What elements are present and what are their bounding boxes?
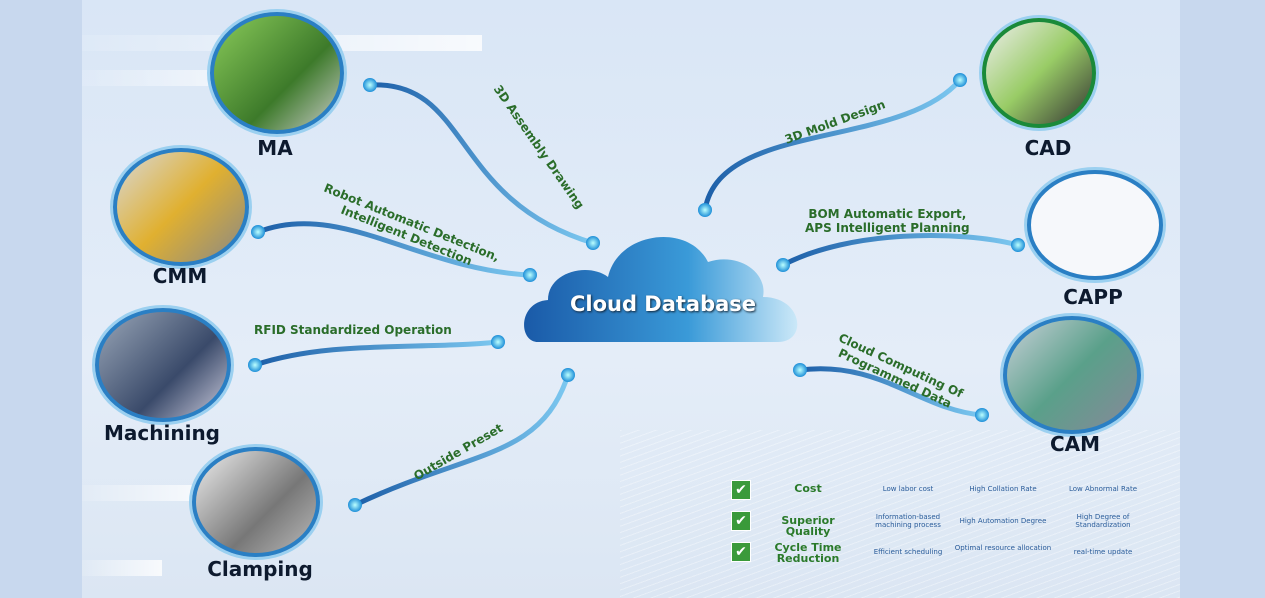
benefit-cell: Information-based machining process (875, 513, 941, 529)
node-ma: MA (257, 136, 293, 160)
clamping-image (192, 447, 320, 557)
mesh-decoration (620, 430, 1180, 598)
benefit-cell: High Degree of Standardization (1075, 513, 1131, 529)
benefit-cell: real-time update (1073, 548, 1133, 556)
cloud-label: Cloud Database (569, 292, 757, 316)
cloud-database: Cloud Database (518, 222, 808, 344)
benefit-title: Cycle Time Reduction (774, 541, 842, 565)
benefit-row: ✔ Cost Low labor cost High Collation Rat… (728, 478, 1168, 509)
benefit-row: ✔ Cycle Time Reduction Efficient schedul… (728, 540, 1168, 571)
arrow-decoration (82, 485, 212, 501)
edge-label-machining: RFID Standardized Operation (254, 323, 452, 337)
check-icon: ✔ (731, 480, 751, 500)
benefit-cell: Low Abnormal Rate (1068, 485, 1138, 493)
machining-image (95, 308, 231, 422)
benefit-cell: Low labor cost (882, 485, 934, 493)
benefit-title: Cost (794, 482, 822, 495)
benefit-title: Superior Quality (781, 514, 835, 538)
cloud-icon (524, 236, 798, 342)
cad-image (982, 18, 1096, 128)
node-machining: Machining (104, 421, 220, 445)
benefit-cell: High Automation Degree (959, 517, 1047, 525)
edge-clamping (352, 372, 571, 508)
cam-image (1003, 316, 1141, 434)
node-cam: CAM (1049, 432, 1101, 456)
edge-machining (252, 339, 501, 368)
cmm-image (113, 148, 249, 266)
capp-image (1027, 170, 1163, 280)
edge-cmm (255, 221, 533, 278)
edge-ma (367, 82, 596, 246)
ma-image (210, 12, 344, 134)
edge-label-line: APS Intelligent Planning (805, 221, 970, 235)
arrow-decoration (82, 560, 162, 576)
check-icon: ✔ (731, 511, 751, 531)
edge-cad (702, 77, 963, 213)
node-clamping: Clamping (207, 557, 313, 581)
benefit-cell: Optimal resource allocation (954, 544, 1052, 552)
check-icon: ✔ (731, 542, 751, 562)
edge-capp (780, 233, 1021, 268)
node-capp: CAPP (1063, 285, 1123, 309)
benefit-row: ✔ Superior Quality Information-based mac… (728, 509, 1168, 540)
edge-label-capp: BOM Automatic Export,APS Intelligent Pla… (805, 207, 970, 235)
benefit-cell: High Collation Rate (969, 485, 1037, 493)
node-cad: CAD (1024, 136, 1072, 160)
edge-cam (797, 366, 985, 418)
benefits-table: ✔ Cost Low labor cost High Collation Rat… (728, 478, 1168, 571)
benefit-cell: Efficient scheduling (873, 548, 943, 556)
edge-label-line: BOM Automatic Export, (808, 207, 967, 221)
node-cmm: CMM (152, 264, 208, 288)
